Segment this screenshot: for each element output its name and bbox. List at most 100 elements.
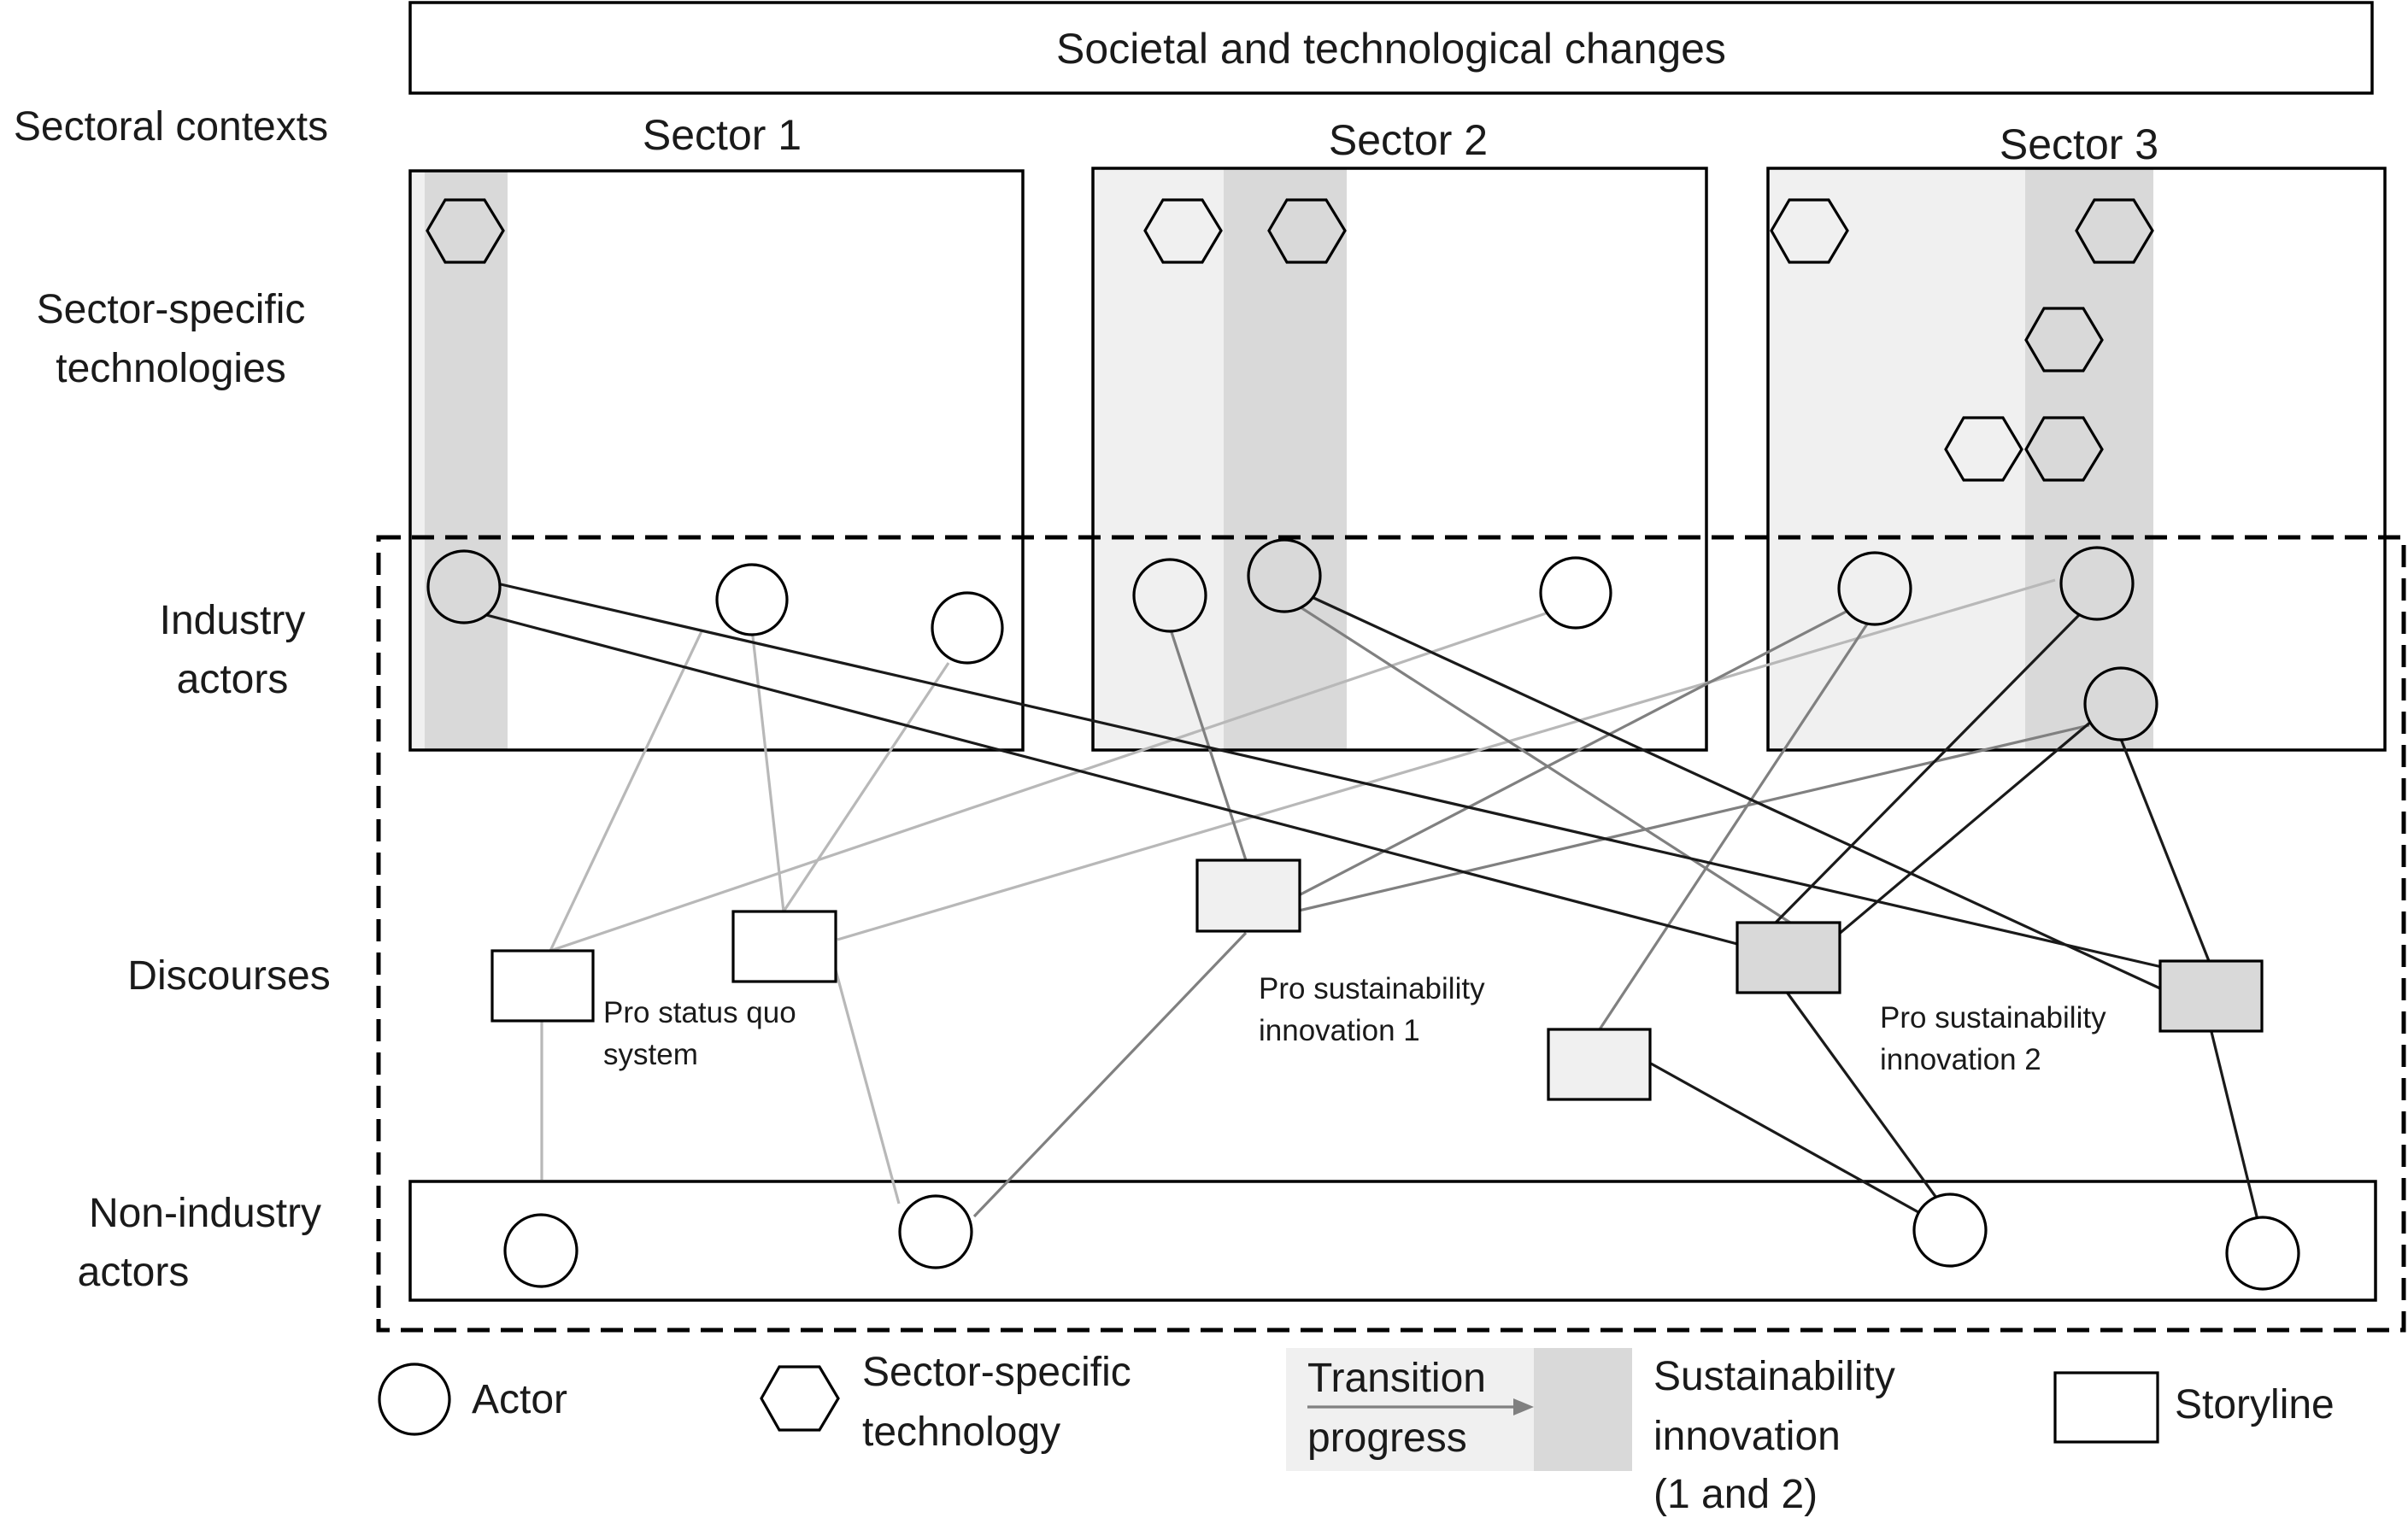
sector2-dark-band bbox=[1224, 168, 1347, 750]
annotation-innovation-1-a: Pro sustainability bbox=[1259, 972, 1485, 1005]
sector-1-title: Sector 1 bbox=[643, 111, 802, 159]
edge bbox=[827, 944, 901, 1204]
technology-hexagon bbox=[1267, 198, 1347, 264]
label-industry-2: actors bbox=[177, 657, 289, 702]
label-industry-1: Industry bbox=[160, 598, 306, 643]
annotation-innovation-2-b: innovation 2 bbox=[1880, 1043, 2041, 1076]
annotation-status-quo-1: Pro status quo bbox=[603, 996, 796, 1029]
edges bbox=[479, 578, 2259, 1221]
legend-storyline-symbol bbox=[2053, 1371, 2159, 1444]
annotation-innovation-2-a: Pro sustainability bbox=[1880, 1001, 2106, 1034]
sector-2-title: Sector 2 bbox=[1329, 116, 1488, 164]
sector2-light-band bbox=[1093, 168, 1224, 750]
label-technologies-2: technologies bbox=[56, 346, 286, 391]
edge bbox=[1298, 724, 2090, 912]
edge bbox=[1784, 990, 1938, 1199]
non-industry-actors bbox=[503, 1193, 2300, 1291]
non-industry-actor bbox=[2225, 1216, 2300, 1291]
edge bbox=[837, 578, 2056, 941]
label-nonindustry-2: actors bbox=[78, 1250, 190, 1295]
edge bbox=[1835, 719, 2094, 937]
industry-actor bbox=[715, 563, 789, 636]
legend-innovation-label-2: innovation bbox=[1653, 1414, 1841, 1459]
edge bbox=[1297, 604, 1791, 924]
legend-innovation-label-3: (1 and 2) bbox=[1653, 1472, 1818, 1517]
storyline bbox=[1547, 1028, 1652, 1101]
industry-actor bbox=[1132, 558, 1207, 633]
industry-actor bbox=[2059, 546, 2135, 621]
legend-technology-label-2: technology bbox=[862, 1410, 1060, 1455]
sector-3-title: Sector 3 bbox=[2000, 120, 2158, 168]
industry-actor bbox=[1247, 538, 1322, 613]
legend-storyline-label: Storyline bbox=[2175, 1382, 2335, 1427]
non-industry-box bbox=[408, 1180, 2377, 1302]
sector1-dark-band bbox=[425, 171, 508, 750]
technology-hexagon bbox=[2024, 307, 2104, 372]
sector-titles: Sector 1 Sector 2 Sector 3 bbox=[643, 111, 2158, 168]
edge bbox=[500, 583, 2163, 969]
edge bbox=[2117, 734, 2211, 962]
legend-transition-band bbox=[1286, 1348, 1534, 1471]
edge bbox=[1774, 613, 2081, 924]
top-banner-text: Societal and technological changes bbox=[1056, 25, 1726, 73]
industry-actor bbox=[1837, 551, 1912, 626]
sector-1-box bbox=[408, 169, 1025, 752]
label-sectoral-contexts: Sectoral contexts bbox=[14, 104, 328, 149]
sector1-light-band bbox=[410, 171, 426, 750]
storyline-annotations: Pro status quo system Pro sustainability… bbox=[603, 972, 2106, 1076]
industry-actor bbox=[1539, 556, 1612, 630]
storyline bbox=[731, 910, 837, 983]
label-nonindustry-1: Non-industry bbox=[89, 1191, 321, 1236]
storyline bbox=[1736, 921, 1841, 994]
edge bbox=[782, 662, 950, 912]
label-discourses: Discourses bbox=[127, 953, 330, 999]
industry-actor bbox=[931, 591, 1004, 665]
annotation-innovation-1-b: innovation 1 bbox=[1259, 1014, 1420, 1047]
storyline bbox=[1195, 859, 1301, 933]
legend-technology-label-1: Sector-specific bbox=[862, 1350, 1131, 1395]
technology-hexagon bbox=[2075, 198, 2154, 264]
industry-actor bbox=[426, 549, 502, 624]
label-technologies-1: Sector-specific bbox=[37, 287, 306, 332]
legend-transition-arrowhead bbox=[1513, 1398, 1534, 1415]
technology-hexagon bbox=[1944, 416, 2023, 482]
legend: Actor Sector-specific technology Transit… bbox=[378, 1348, 2335, 1517]
industry-actor bbox=[2083, 666, 2158, 741]
industry-actors bbox=[426, 538, 2158, 741]
legend-innovation-label-1: Sustainability bbox=[1653, 1354, 1895, 1399]
legend-transition-label-1: Transition bbox=[1307, 1356, 1486, 1401]
edge bbox=[1598, 619, 1871, 1030]
storyline bbox=[490, 949, 595, 1023]
annotation-status-quo-2: system bbox=[603, 1038, 698, 1071]
row-labels: Sectoral contexts Sector-specific techno… bbox=[14, 104, 331, 1295]
edge bbox=[1298, 606, 1855, 897]
technology-hexagon bbox=[1143, 198, 1223, 264]
edge bbox=[549, 610, 1552, 952]
edge bbox=[1169, 629, 1248, 861]
sector-shading bbox=[410, 168, 2153, 750]
sector-2-box bbox=[1091, 167, 1708, 752]
edge bbox=[549, 629, 704, 952]
legend-technology-symbol bbox=[760, 1365, 840, 1432]
top-banner-box bbox=[408, 1, 2374, 95]
legend-transition-label-2: progress bbox=[1307, 1415, 1467, 1461]
legend-actor-label: Actor bbox=[472, 1377, 567, 1422]
non-industry-actor bbox=[503, 1213, 579, 1288]
actor-network-boundary bbox=[376, 535, 2406, 1333]
edge bbox=[972, 931, 1248, 1218]
sector-3-box bbox=[1766, 167, 2387, 752]
technology-hexagon bbox=[1770, 198, 1849, 264]
storylines bbox=[490, 859, 2264, 1101]
technology-hexagon bbox=[426, 198, 505, 264]
legend-innovation-band bbox=[1534, 1348, 1632, 1471]
non-industry-actor bbox=[1912, 1193, 1988, 1268]
edge bbox=[1650, 1062, 1927, 1218]
edge bbox=[750, 628, 785, 912]
edge bbox=[1307, 594, 2163, 991]
non-industry-actor bbox=[898, 1194, 973, 1269]
technology-hexagon bbox=[2024, 416, 2104, 482]
edge bbox=[2210, 1031, 2259, 1221]
storyline bbox=[2158, 959, 2264, 1033]
technologies bbox=[426, 198, 2154, 482]
